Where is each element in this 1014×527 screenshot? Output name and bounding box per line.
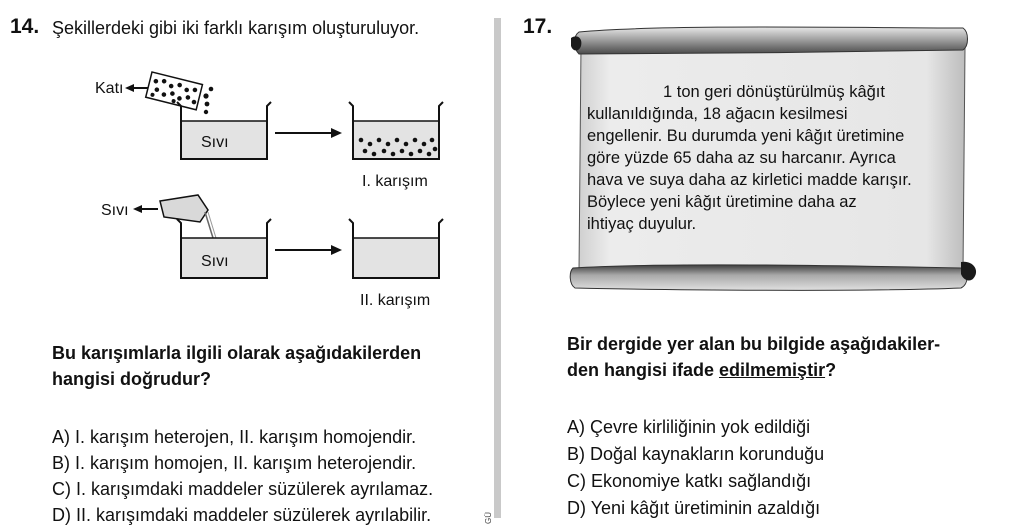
option-17-a[interactable]: A) Çevre kirliliğinin yok edildiği	[567, 416, 824, 438]
scroll-line: engellenir. Bu durumda yeni kâğıt üretim…	[587, 127, 905, 145]
question-17-options: A) Çevre kirliliğinin yok edildiği B) Do…	[567, 416, 824, 519]
option-letter: C)	[52, 479, 71, 499]
prompt-underlined-word: edilmemiştir	[719, 360, 826, 380]
option-text: II. karışımdaki maddeler süzülerek ayrıl…	[76, 505, 432, 525]
option-letter: D)	[52, 505, 71, 525]
mixture-2-beaker	[348, 218, 444, 279]
question-14-prompt-line-2: hangisi doğrudur?	[52, 369, 211, 389]
solid-label: Katı	[95, 80, 123, 97]
option-letter: C)	[567, 471, 586, 491]
solid-arrowhead	[125, 84, 134, 92]
option-14-b[interactable]: B) I. karışım homojen, II. karışım heter…	[52, 452, 433, 474]
mixtures-figure: Katı Sıvı	[95, 71, 444, 309]
option-text: Doğal kaynakların korunduğu	[590, 444, 825, 464]
option-text: Ekonomiye katkı sağlandığı	[591, 471, 812, 491]
option-14-a[interactable]: A) I. karışım heterojen, II. karışım hom…	[52, 426, 433, 448]
mixture-2-label: II. karışım	[360, 292, 430, 309]
falling-particles	[203, 86, 214, 115]
question-14-options: A) I. karışım heterojen, II. karışım hom…	[52, 426, 433, 526]
option-letter: B)	[52, 453, 70, 473]
option-text: I. karışım heterojen, II. karışım homoje…	[75, 427, 417, 447]
solid-pouring-container	[144, 71, 204, 111]
column-divider	[494, 18, 501, 518]
option-14-d[interactable]: D) II. karışımdaki maddeler süzülerek ay…	[52, 504, 433, 526]
question-14-prompt-line-1: Bu karışımlarla ilgili olarak aşağıdakil…	[52, 343, 422, 363]
question-17-prompt-line-1: Bir dergide yer alan bu bilgide aşağıdak…	[567, 334, 941, 354]
prompt-text: den hangisi ifade	[567, 360, 720, 380]
scroll-line: Böylece yeni kâğıt üretimine daha az	[587, 193, 857, 211]
liquid-label: Sıvı	[101, 202, 129, 219]
question-17-prompt: Bir dergide yer alan bu bilgide aşağıdak…	[567, 331, 940, 383]
scroll-line: ihtiyaç duyulur.	[587, 215, 697, 233]
scroll-graphic	[569, 26, 977, 291]
mixture-1-label: I. karışım	[362, 173, 428, 190]
prompt-question-mark: ?	[825, 360, 837, 380]
scroll-text: 1 ton geri dönüştürülmüş kâğıt kullanıld…	[587, 81, 967, 235]
question-14-prompt: Bu karışımlarla ilgili olarak aşağıdakil…	[52, 340, 421, 392]
beaker-1-liquid-label: Sıvı	[201, 134, 229, 151]
option-14-c[interactable]: C) I. karışımdaki maddeler süzülerek ayr…	[52, 478, 433, 500]
option-text: I. karışım homojen, II. karışım heteroje…	[75, 453, 417, 473]
option-text: I. karışımdaki maddeler süzülerek ayrıla…	[76, 479, 434, 499]
suspended-particles	[358, 137, 438, 157]
option-letter: D)	[567, 498, 586, 518]
scroll-line: 1 ton geri dönüştürülmüş kâğıt	[663, 83, 885, 101]
liquid-pouring-container	[159, 194, 217, 239]
option-17-c[interactable]: C) Ekonomiye katkı sağlandığı	[567, 470, 824, 492]
scroll-line: göre yüzde 65 daha az su harcanır. Ayrıc…	[587, 149, 896, 167]
option-letter: A)	[567, 417, 585, 437]
scroll-line: hava ve suya daha az kirletici madde kar…	[587, 171, 912, 189]
mixture-1-beaker	[348, 101, 444, 160]
option-letter: B)	[567, 444, 585, 464]
option-17-d[interactable]: D) Yeni kâğıt üretiminin azaldığı	[567, 497, 824, 519]
question-17-number: 17.	[523, 15, 553, 38]
option-text: Yeni kâğıt üretiminin azaldığı	[590, 498, 821, 518]
option-text: Çevre kirliliğinin yok edildiği	[590, 417, 811, 437]
question-14-stem: Şekillerdeki gibi iki farklı karışım olu…	[52, 18, 420, 38]
side-tag: GÜ	[484, 512, 493, 524]
option-17-b[interactable]: B) Doğal kaynakların korunduğu	[567, 443, 824, 465]
question-14-number: 14.	[10, 15, 40, 38]
option-letter: A)	[52, 427, 70, 447]
beaker-1	[176, 101, 272, 160]
beaker-2-liquid-label: Sıvı	[201, 253, 229, 270]
question-17-prompt-line-2: den hangisi ifade edilmemiştir?	[567, 357, 940, 383]
scroll-line: kullanıldığında, 18 ağacın kesilmesi	[587, 105, 848, 123]
beaker-2	[176, 218, 272, 279]
